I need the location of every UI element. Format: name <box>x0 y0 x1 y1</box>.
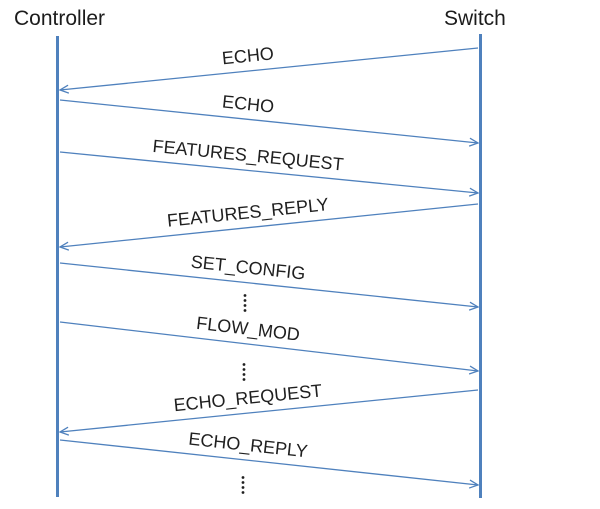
ellipsis-dot <box>243 299 247 302</box>
message-label-6: ECHO_REQUEST <box>173 380 323 416</box>
vertical-ellipsis-1 <box>242 363 246 381</box>
ellipsis-dot <box>243 304 247 307</box>
ellipsis-dot <box>243 309 247 312</box>
message-arrow-5 <box>59 321 480 375</box>
ellipsis-dot <box>241 486 245 489</box>
ellipsis-dot <box>241 476 245 479</box>
vertical-ellipsis-0 <box>243 294 247 312</box>
message-arrow-6 <box>58 389 479 436</box>
ellipsis-dot <box>241 491 245 494</box>
message-label-2: FEATURES_REQUEST <box>152 136 345 176</box>
ellipsis-dot <box>242 363 246 366</box>
message-label-0: ECHO <box>221 43 275 68</box>
ellipsis-dot <box>242 378 246 381</box>
message-label-7: ECHO_REPLY <box>187 429 308 463</box>
message-arrow-3 <box>58 203 479 251</box>
ellipsis-dot <box>243 294 247 297</box>
message-arrow-2 <box>59 151 480 197</box>
message-label-4: SET_CONFIG <box>190 252 307 285</box>
actor-label-switch: Switch <box>444 7 506 30</box>
message-arrow-7 <box>59 439 480 489</box>
message-label-5: FLOW_MOD <box>195 313 301 346</box>
message-label-3: FEATURES_REPLY <box>166 194 330 231</box>
ellipsis-dot <box>242 373 246 376</box>
vertical-ellipsis-2 <box>241 476 245 494</box>
message-arrow-0 <box>58 47 479 94</box>
message-arrow-4 <box>59 262 480 311</box>
ellipsis-dot <box>242 368 246 371</box>
actor-label-controller: Controller <box>14 7 106 30</box>
ellipsis-dot <box>241 481 245 484</box>
message-arrow-1 <box>59 99 480 147</box>
message-label-1: ECHO <box>221 91 275 116</box>
